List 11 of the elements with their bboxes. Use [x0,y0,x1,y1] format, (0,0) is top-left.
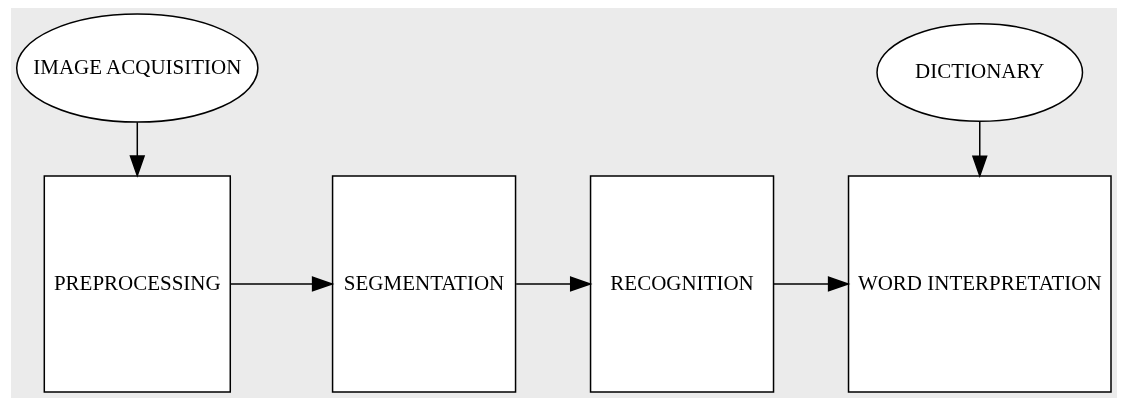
node-box: PREPROCESSING [43,175,232,393]
arrow [772,276,851,292]
node-ellipse: IMAGE ACQUISITION [15,13,259,123]
arrow [971,120,988,179]
arrow [229,276,335,292]
arrow [129,121,146,178]
node-box: RECOGNITION [589,175,775,393]
arrow [515,276,593,292]
node-ellipse: DICTIONARY [876,23,1084,122]
node-box: WORD INTERPRETATION [847,175,1112,393]
node-box: SEGMENTATION [331,175,517,393]
